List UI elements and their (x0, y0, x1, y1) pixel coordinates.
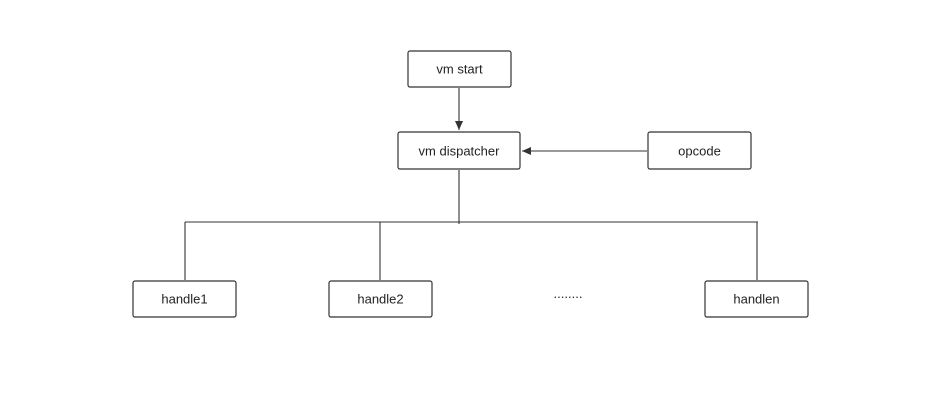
node-handle1-label: handle1 (161, 291, 207, 306)
node-handlen-label: handlen (733, 291, 779, 306)
node-opcode-label: opcode (678, 143, 721, 158)
node-handlen: handlen (704, 280, 809, 318)
node-vm-start: vm start (407, 50, 512, 88)
node-vm-dispatcher-label: vm dispatcher (419, 143, 501, 158)
node-handle2: handle2 (328, 280, 433, 318)
node-vm-start-label: vm start (436, 61, 483, 76)
node-vm-dispatcher: vm dispatcher (397, 131, 521, 170)
node-handle1: handle1 (132, 280, 237, 318)
ellipsis-label: ........ (554, 286, 583, 301)
node-opcode: opcode (647, 131, 752, 170)
node-handle2-label: handle2 (357, 291, 403, 306)
